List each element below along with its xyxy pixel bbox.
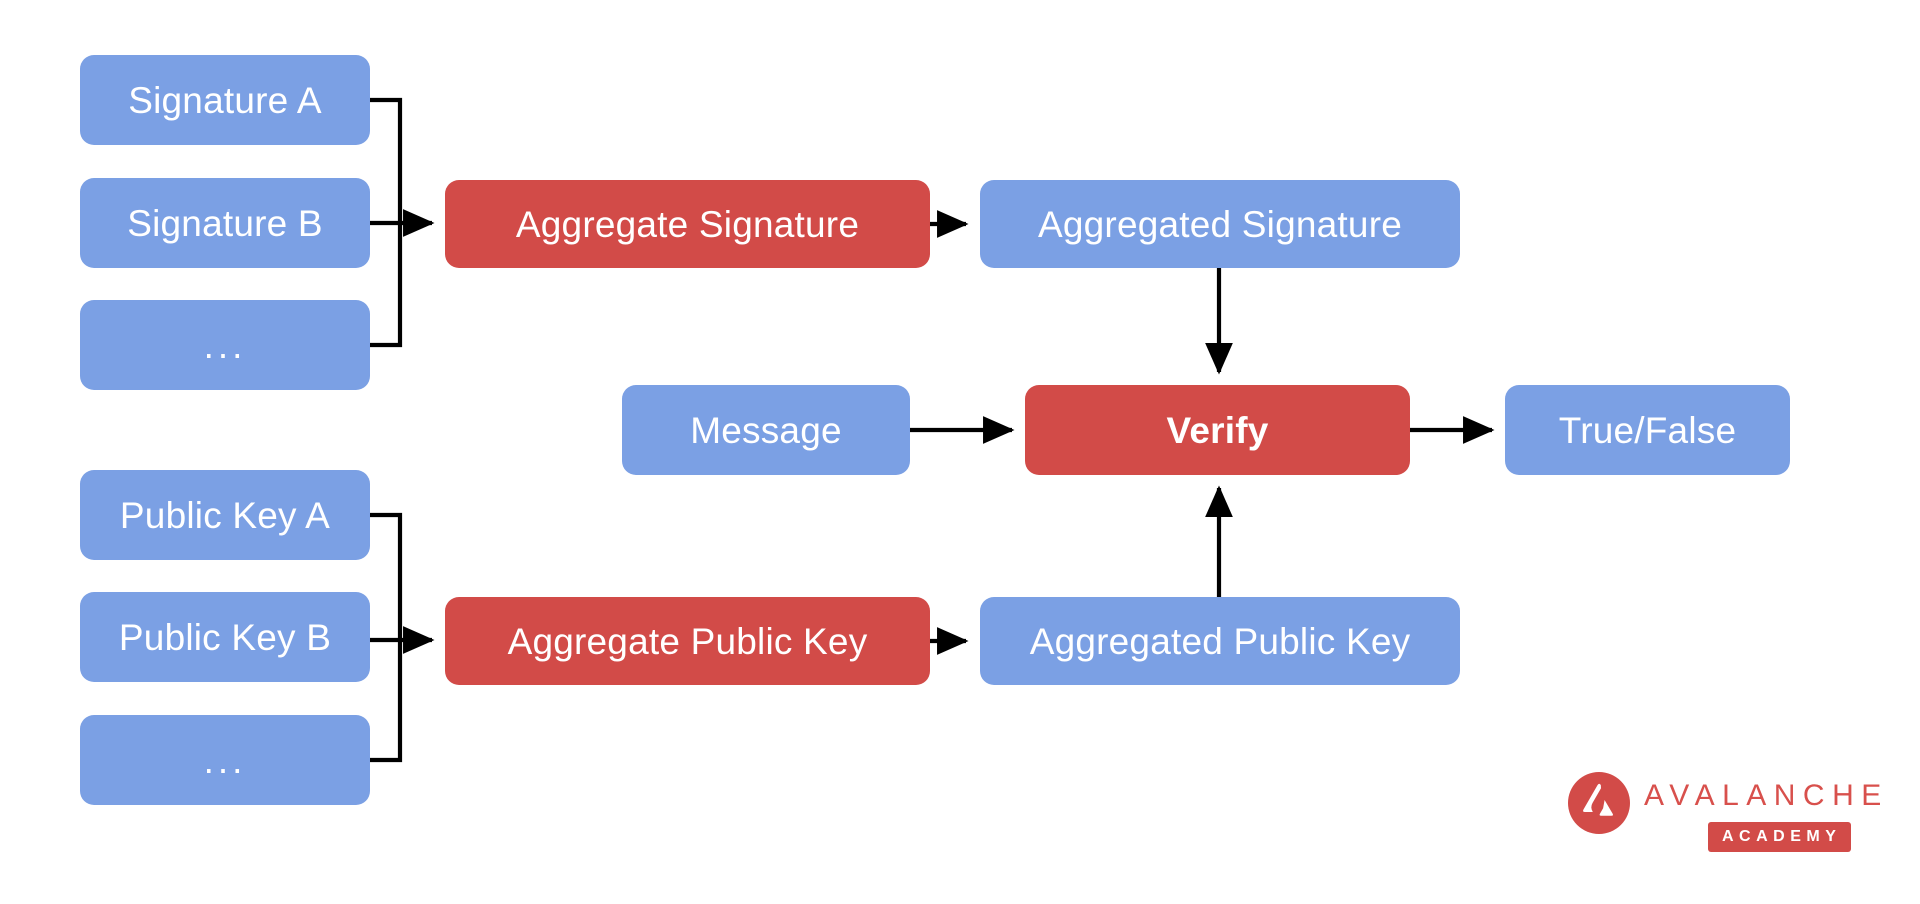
edge-public-keys-to-aggregate-public-key [370, 512, 435, 763]
avalanche-triangle-icon [1568, 772, 1630, 834]
node-public-key-more[interactable]: ... [80, 715, 370, 805]
node-label: True/False [1558, 409, 1737, 451]
logo-wordmark: AVALANCHE [1644, 779, 1889, 812]
node-public-key-b[interactable]: Public Key B [80, 592, 370, 682]
node-label: ... [203, 739, 247, 781]
node-message[interactable]: Message [622, 385, 910, 475]
node-label: Aggregate Signature [515, 203, 860, 245]
node-signature-more[interactable]: ... [80, 300, 370, 390]
node-label: Public Key B [118, 616, 332, 658]
node-aggregate-public-key[interactable]: Aggregate Public Key [445, 597, 930, 685]
node-label: Verify [1166, 409, 1269, 451]
node-label: Public Key A [119, 494, 331, 536]
node-label: Signature B [127, 202, 323, 244]
avalanche-academy-logo: AVALANCHE ACADEMY [1568, 772, 1881, 852]
edge-signatures-to-aggregate-signature [370, 97, 435, 348]
node-label: Signature A [128, 79, 322, 121]
node-public-key-a[interactable]: Public Key A [80, 470, 370, 560]
node-label: Aggregate Public Key [507, 620, 868, 662]
node-aggregate-signature[interactable]: Aggregate Signature [445, 180, 930, 268]
node-signature-a[interactable]: Signature A [80, 55, 370, 145]
node-aggregated-public-key[interactable]: Aggregated Public Key [980, 597, 1460, 685]
node-label: Aggregated Signature [1038, 203, 1402, 245]
node-signature-b[interactable]: Signature B [80, 178, 370, 268]
node-aggregated-signature[interactable]: Aggregated Signature [980, 180, 1460, 268]
node-verify[interactable]: Verify [1025, 385, 1410, 475]
node-label: ... [203, 324, 247, 366]
node-true-false[interactable]: True/False [1505, 385, 1790, 475]
logo-academy-badge: ACADEMY [1708, 822, 1852, 852]
node-label: Aggregated Public Key [1029, 620, 1411, 662]
node-label: Message [690, 409, 842, 451]
